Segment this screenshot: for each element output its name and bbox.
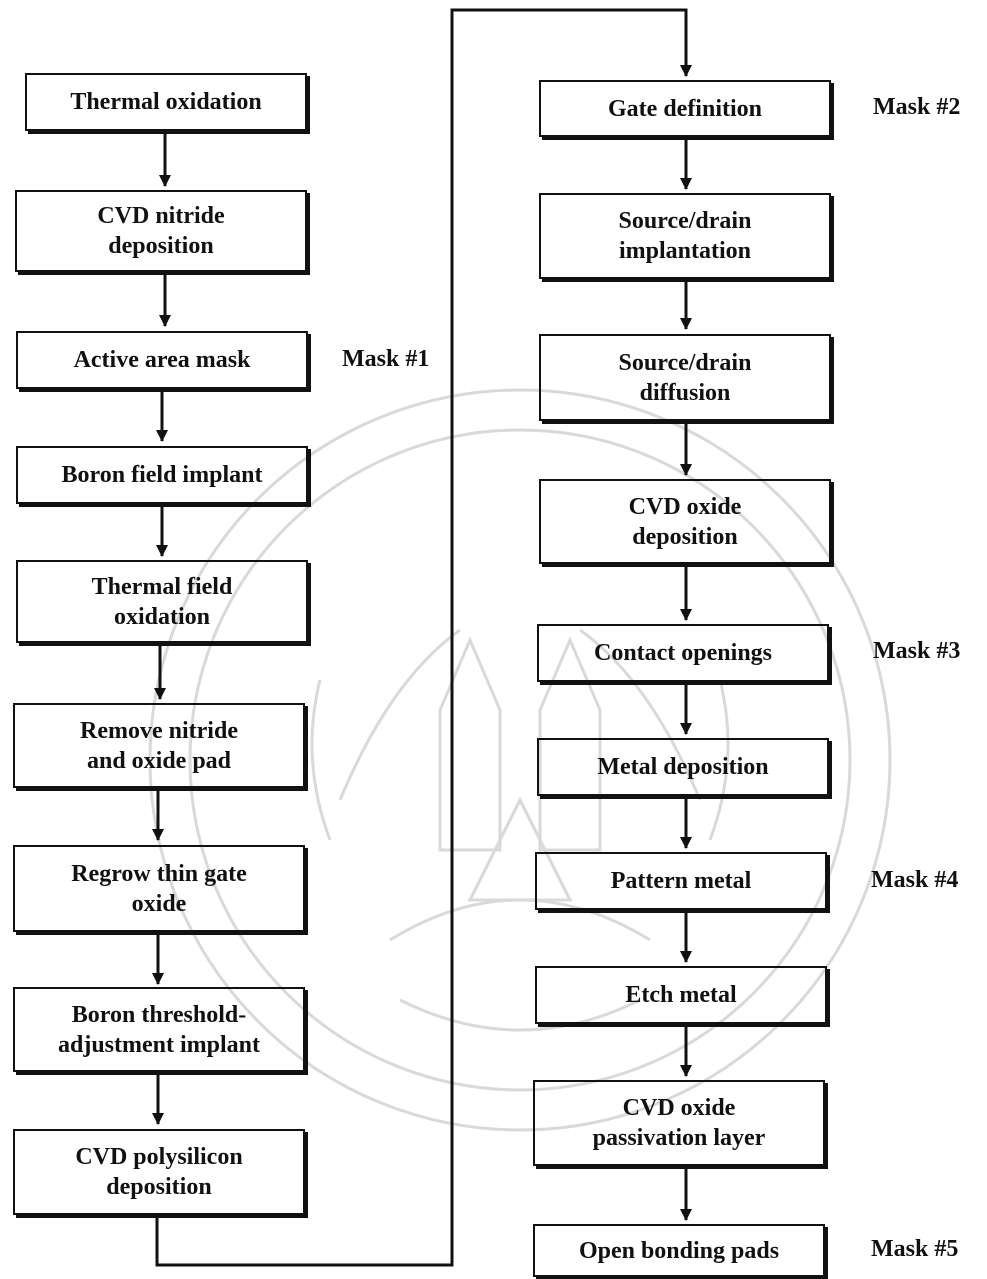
step-label: Etch metal (625, 982, 737, 1008)
step-active-area-mask: Active area mask (16, 331, 308, 389)
step-source-drain-implantation: Source/drain implantation (539, 193, 831, 279)
step-label: Regrow thin gate oxide (71, 860, 247, 917)
step-label: Remove nitride and oxide pad (80, 717, 238, 774)
step-label: Metal deposition (597, 754, 769, 780)
step-regrow-thin-gate-oxide: Regrow thin gate oxide (13, 845, 305, 932)
step-label: Active area mask (73, 347, 251, 373)
step-etch-metal: Etch metal (535, 966, 827, 1024)
mask-label-4: Mask #4 (871, 867, 959, 893)
step-cvd-oxide-deposition: CVD oxide deposition (539, 479, 831, 564)
step-thermal-oxidation: Thermal oxidation (25, 73, 307, 131)
step-gate-definition: Gate definition (539, 80, 831, 137)
step-label: CVD oxide passivation layer (592, 1095, 766, 1151)
step-open-bonding-pads: Open bonding pads (533, 1224, 825, 1277)
step-label: Contact openings (593, 640, 773, 666)
column-connector (155, 8, 692, 1267)
step-label: Thermal field oxidation (91, 573, 233, 630)
mask-label-5: Mask #5 (871, 1236, 959, 1262)
step-label: CVD polysilicon deposition (75, 1144, 243, 1200)
step-label: Thermal oxidation (70, 89, 262, 115)
mask-label-2: Mask #2 (873, 94, 961, 120)
step-remove-nitride-oxide-pad: Remove nitride and oxide pad (13, 703, 305, 788)
step-label: Pattern metal (610, 868, 752, 894)
step-cvd-polysilicon-deposition: CVD polysilicon deposition (13, 1129, 305, 1215)
step-label: Boron field implant (61, 462, 263, 488)
step-contact-openings: Contact openings (537, 624, 829, 682)
step-pattern-metal: Pattern metal (535, 852, 827, 910)
mask-label-1: Mask #1 (342, 346, 430, 372)
mask-label-3: Mask #3 (873, 638, 961, 664)
step-label: CVD oxide deposition (628, 493, 742, 550)
step-metal-deposition: Metal deposition (537, 738, 829, 796)
step-label: Gate definition (608, 95, 762, 122)
step-cvd-nitride-deposition: CVD nitride deposition (15, 190, 307, 272)
step-label: CVD nitride deposition (97, 203, 225, 259)
step-label: Open bonding pads (578, 1237, 780, 1264)
step-boron-field-implant: Boron field implant (16, 446, 308, 504)
step-cvd-oxide-passivation-layer: CVD oxide passivation layer (533, 1080, 825, 1166)
step-label: Boron threshold- adjustment implant (57, 1001, 261, 1058)
step-source-drain-diffusion: Source/drain diffusion (539, 334, 831, 421)
step-label: Source/drain implantation (618, 208, 752, 264)
step-thermal-field-oxidation: Thermal field oxidation (16, 560, 308, 643)
step-boron-threshold-adjustment-implant: Boron threshold- adjustment implant (13, 987, 305, 1072)
step-label: Source/drain diffusion (618, 349, 752, 406)
